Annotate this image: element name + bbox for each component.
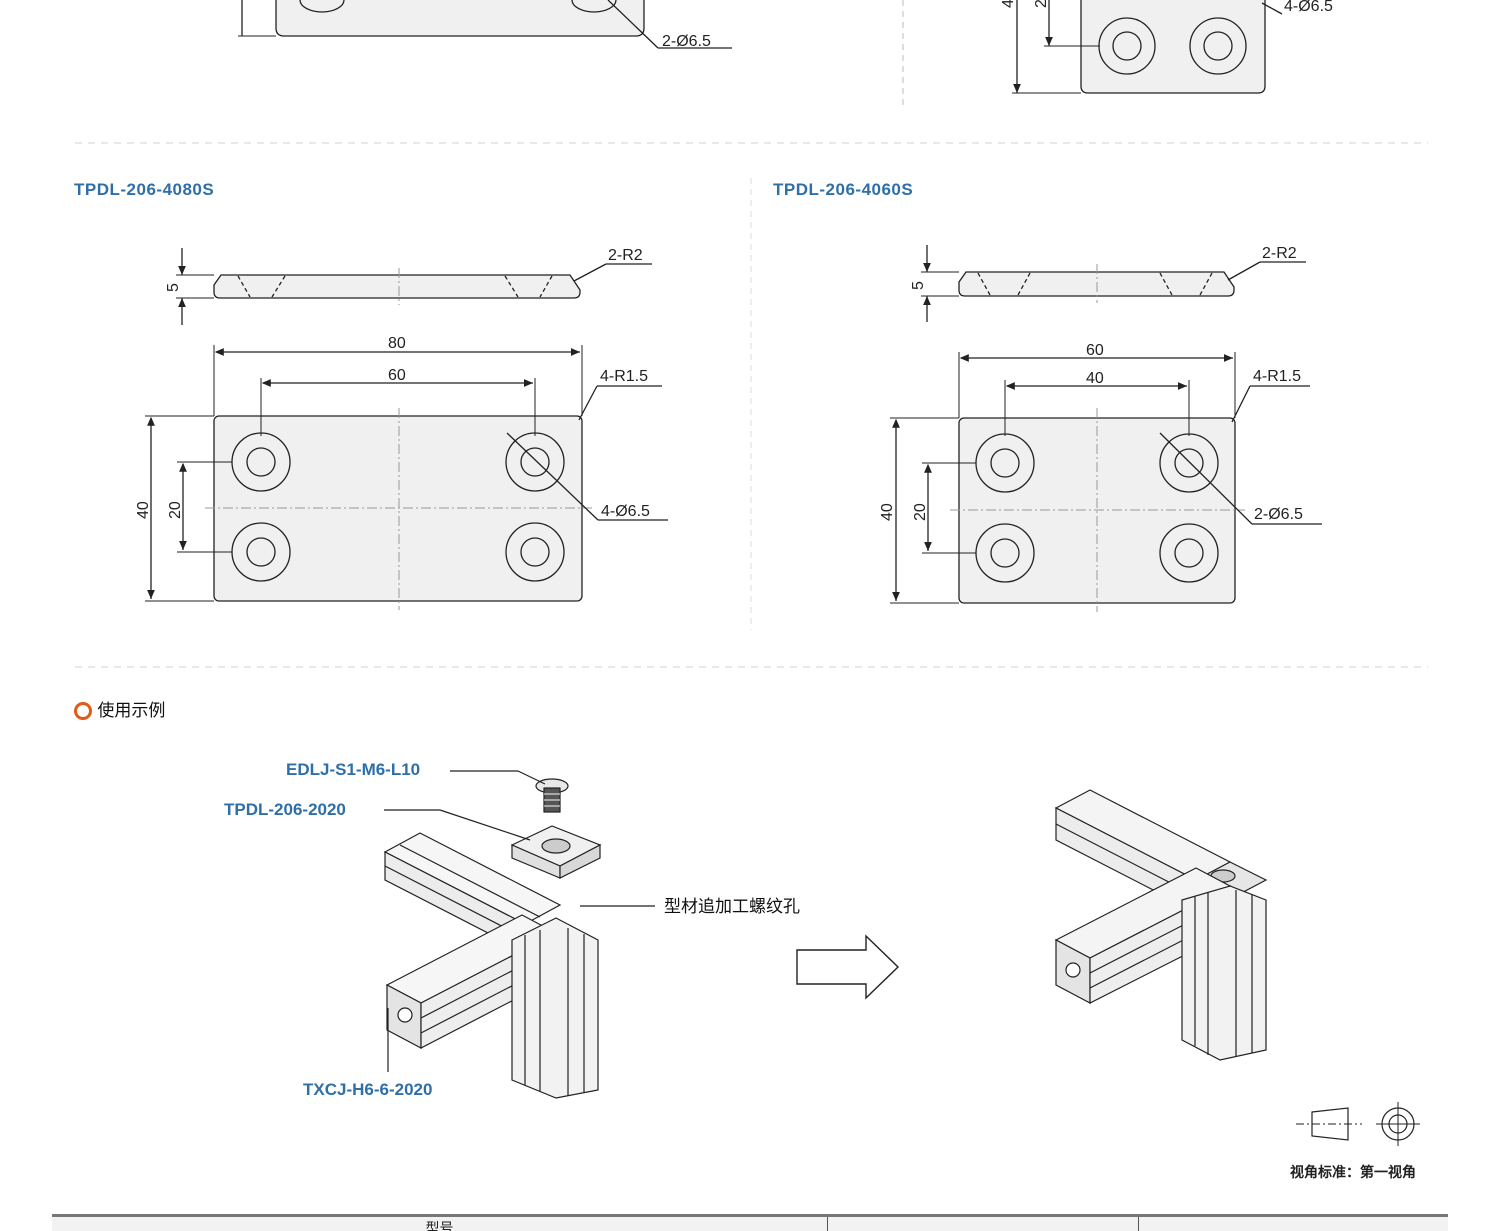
- label-plate: TPDL-206-2020: [224, 800, 346, 819]
- top-left-callout: 2-Ø6.5: [662, 33, 711, 50]
- top-right-dim-inner: 2: [1033, 0, 1050, 8]
- table-header-col2: [828, 1217, 1139, 1231]
- projection-note: 视角标准：第一视角: [1290, 1164, 1416, 1181]
- spec-table-header: 型号: [52, 1214, 1448, 1231]
- dim-4060-pitch-y: 20: [912, 503, 929, 521]
- label-thread-note: 型材追加工螺纹孔: [664, 897, 800, 917]
- section-bullet-icon: [74, 702, 92, 720]
- dim-4080-thickness: 5: [165, 283, 182, 292]
- transition-arrow-icon: [796, 934, 900, 1000]
- table-header-model: 型号: [52, 1217, 828, 1231]
- top-right-callout: 4-Ø6.5: [1284, 0, 1333, 15]
- dim-4060-pitch-x: 40: [1086, 370, 1104, 387]
- top-right-dim-outer: 4: [1000, 0, 1017, 8]
- dim-4080-pitch-y: 20: [167, 501, 184, 519]
- callout-4080-corner-radius: 4-R1.5: [600, 368, 648, 385]
- drawing-4080-top-view: [145, 345, 668, 610]
- top-right-fragment: [1012, 0, 1283, 94]
- top-left-fragment: [238, 0, 732, 49]
- section-usage-heading: 使用示例: [74, 696, 165, 721]
- drawing-4080-side-view: [176, 248, 652, 325]
- callout-4080-holes: 4-Ø6.5: [601, 503, 650, 520]
- callout-4060-corner-radius: 4-R1.5: [1253, 368, 1301, 385]
- drawing-4060-side-view: [921, 245, 1306, 322]
- assembly-exploded-view: [383, 770, 655, 1099]
- dim-4080-width: 40: [135, 501, 152, 519]
- callout-4080-edge-radius: 2-R2: [608, 247, 643, 264]
- dim-4060-length: 60: [1086, 342, 1104, 359]
- drawing-4060-top-view: [890, 352, 1322, 612]
- dim-4080-length: 80: [388, 335, 406, 352]
- table-header-col3: [1139, 1217, 1447, 1231]
- assembly-final-view: [1054, 789, 1268, 1061]
- label-profile: TXCJ-H6-6-2020: [303, 1080, 432, 1099]
- title-4060: TPDL-206-4060S: [773, 180, 914, 199]
- callout-4060-holes: 2-Ø6.5: [1254, 506, 1303, 523]
- title-4080: TPDL-206-4080S: [74, 180, 215, 199]
- callout-4060-edge-radius: 2-R2: [1262, 245, 1297, 262]
- dim-4080-pitch-x: 60: [388, 367, 406, 384]
- projection-symbol-icon: [1296, 1102, 1420, 1146]
- section-usage-title: 使用示例: [97, 701, 166, 721]
- dim-4060-width: 40: [879, 503, 896, 521]
- dim-4060-thickness: 5: [910, 281, 927, 290]
- label-screw: EDLJ-S1-M6-L10: [286, 760, 420, 779]
